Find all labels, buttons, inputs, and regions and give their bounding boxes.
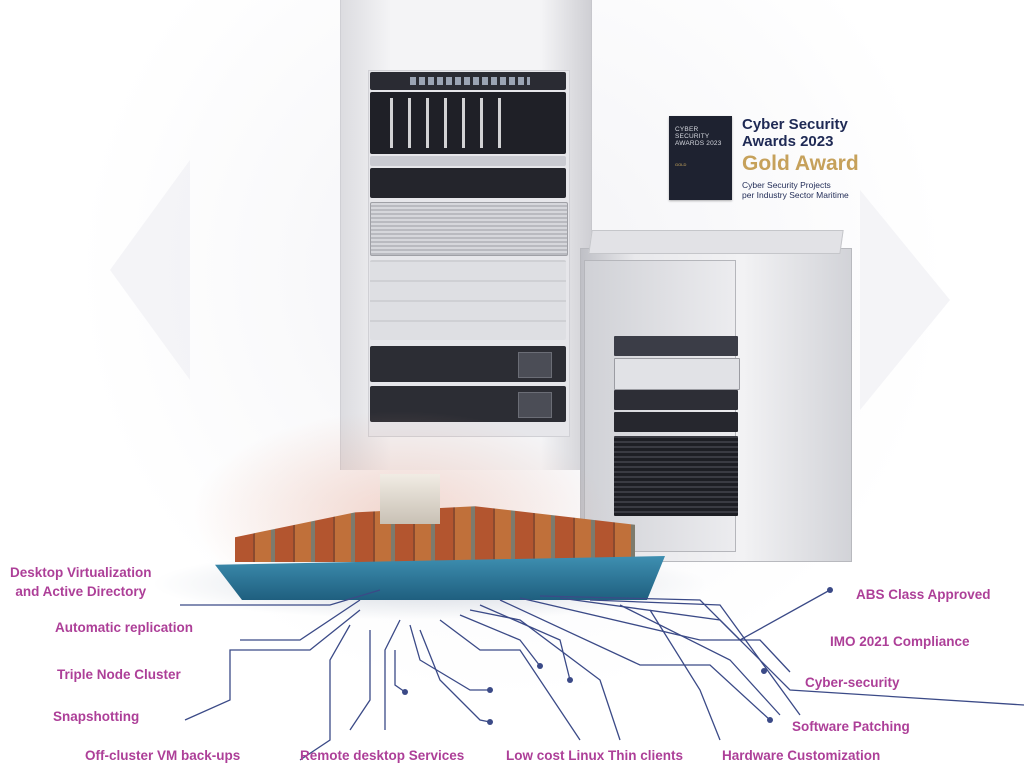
feature-desktop-virtualization: Desktop Virtualization and Active Direct… <box>10 563 152 601</box>
award-title-line1: Cyber Security <box>742 116 848 133</box>
cabinet-patch <box>614 336 738 356</box>
award-subtitle-line1: Cyber Security Projects <box>742 180 831 190</box>
award-subtitle-line2: per Industry Sector Maritime <box>742 190 849 200</box>
cabinet-switch <box>614 358 740 390</box>
ship-bridge <box>380 474 440 524</box>
award-badge-gold: GOLD <box>675 162 687 167</box>
feature-cyber-security: Cyber-security <box>805 675 900 690</box>
feature-snapshotting: Snapshotting <box>53 709 140 724</box>
rack-server-1u <box>370 168 566 198</box>
decor-chevron-left <box>110 160 190 380</box>
cabinet-server <box>614 412 738 432</box>
feature-off-cluster-vm-backups: Off-cluster VM back-ups <box>85 748 241 763</box>
feature-automatic-replication: Automatic replication <box>55 620 194 635</box>
cabinet-server-stack <box>614 436 738 516</box>
rack-patch-panel <box>370 92 566 154</box>
rack-switch-secondary <box>370 156 566 166</box>
feature-software-patching: Software Patching <box>792 719 910 734</box>
feature-desktop-virtualization-line2: and Active Directory <box>15 584 147 599</box>
award-subtitle: Cyber Security Projects per Industry Sec… <box>742 180 849 200</box>
decor-chevron-right <box>860 190 950 410</box>
feature-hardware-customization: Hardware Customization <box>722 748 881 763</box>
award-title-line2: Awards 2023 <box>742 133 834 150</box>
rack-server-2u <box>370 202 568 256</box>
feature-desktop-virtualization-line1: Desktop Virtualization <box>10 565 152 580</box>
wall-cabinet <box>580 230 852 562</box>
feature-triple-node-cluster: Triple Node Cluster <box>57 667 181 682</box>
feature-abs-class-approved: ABS Class Approved <box>856 587 991 602</box>
feature-remote-desktop-services: Remote desktop Services <box>300 748 465 763</box>
feature-imo-2021-compliance: IMO 2021 Compliance <box>830 634 970 649</box>
award-title: Cyber Security Awards 2023 <box>742 116 848 150</box>
rack-ups-1 <box>370 346 566 382</box>
award-badge: CYBER SECURITY AWARDS 2023 GOLD <box>669 116 732 200</box>
award-badge-text: CYBER SECURITY AWARDS 2023 <box>675 126 722 147</box>
award-gold-label: Gold Award <box>742 152 859 175</box>
rack-network-switch <box>370 72 566 90</box>
feature-linux-thin-clients: Low cost Linux Thin clients <box>506 748 684 763</box>
rack-blank-panels <box>370 260 566 340</box>
cabinet-firewall <box>614 390 738 410</box>
rack-ups-2 <box>370 386 566 422</box>
